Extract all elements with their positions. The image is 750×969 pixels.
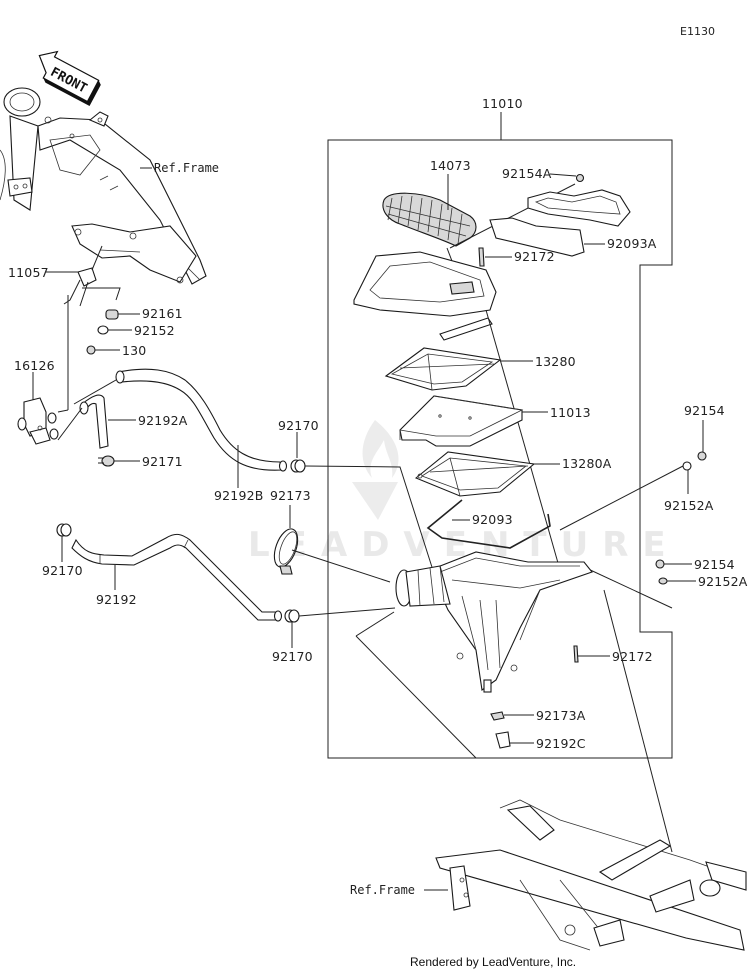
label-92192: 92192	[96, 592, 137, 607]
label-92192B: 92192B	[214, 488, 264, 503]
label-92152: 92152	[134, 323, 175, 338]
label-16126: 16126	[14, 358, 55, 373]
diagram-code: E1130	[680, 25, 715, 38]
frame-bracket	[71, 223, 197, 284]
label-92154A: 92154A	[502, 166, 552, 181]
part-92192a-hose	[79, 394, 109, 449]
front-arrow: FRONT	[38, 50, 101, 107]
watermark-flame-icon	[362, 420, 399, 478]
label-130: 130	[122, 343, 146, 358]
part-92154a-screw	[575, 173, 585, 183]
part-92152a-washer-mid	[658, 577, 668, 585]
label-92192C: 92192C	[536, 736, 586, 751]
ref-frame-bottom-label: Ref.Frame	[350, 883, 415, 897]
label-11010: 11010	[482, 96, 523, 111]
part-130-bolt	[86, 345, 96, 355]
label-92172-top: 92172	[514, 249, 555, 264]
part-small-plate	[439, 317, 493, 341]
part-92192-hose	[71, 533, 283, 622]
label-92161: 92161	[142, 306, 183, 321]
label-92154-mid: 92154	[694, 557, 735, 572]
part-92093a-gasket	[489, 217, 585, 257]
label-14073: 14073	[430, 158, 471, 173]
part-92152a-washer-top	[682, 461, 692, 471]
part-11057-bracket	[63, 245, 121, 307]
part-92172-screw-bottom	[573, 645, 579, 663]
part-13280-frame	[384, 347, 502, 391]
footer-credit: Rendered by LeadVenture, Inc.	[410, 955, 576, 969]
part-92173a-clip	[490, 711, 505, 721]
label-92170-b: 92170	[272, 649, 313, 664]
label-92171: 92171	[142, 454, 183, 469]
part-14073-duct	[382, 192, 477, 247]
part-16126-valve	[17, 397, 59, 445]
part-92192b-hose	[115, 368, 288, 472]
part-92172-screw-top	[478, 247, 485, 267]
ref-frame-top-label: Ref.Frame	[154, 161, 219, 175]
part-intake-rubber	[395, 565, 451, 607]
label-92170-a: 92170	[278, 418, 319, 433]
label-92093A: 92093A	[607, 236, 657, 251]
part-92154-screw-top	[697, 451, 707, 461]
part-cover-plate	[527, 189, 631, 227]
part-92093-gasket	[426, 499, 551, 549]
label-92173A: 92173A	[536, 708, 586, 723]
part-92170-clamp-c	[56, 523, 72, 537]
part-92154-screw-mid	[655, 559, 665, 569]
frame-bottom	[435, 799, 747, 951]
label-92152A-top: 92152A	[664, 498, 714, 513]
part-11013-filter	[399, 395, 524, 447]
label-13280A: 13280A	[562, 456, 612, 471]
part-92161-grommet	[105, 309, 119, 320]
label-92192A: 92192A	[138, 413, 188, 428]
part-92170-clamp-a	[290, 459, 306, 473]
part-92192c-cap	[495, 731, 511, 749]
label-92173: 92173	[270, 488, 311, 503]
part-92171-clip	[98, 455, 115, 467]
part-13280a-frame	[414, 451, 536, 497]
part-upper-case	[353, 251, 497, 317]
label-11057: 11057	[8, 265, 49, 280]
part-92170-clamp-b	[284, 609, 300, 623]
label-92154-top: 92154	[684, 403, 725, 418]
label-11013: 11013	[550, 405, 591, 420]
label-92093: 92093	[472, 512, 513, 527]
assembly-11010-outline	[327, 139, 673, 759]
label-92172-bottom: 92172	[612, 649, 653, 664]
part-lower-case	[429, 551, 593, 693]
label-92152A-mid: 92152A	[698, 574, 748, 589]
label-13280: 13280	[535, 354, 576, 369]
part-92152-washer	[97, 325, 109, 335]
watermark-v-icon	[352, 482, 398, 520]
label-92170-c: 92170	[42, 563, 83, 578]
